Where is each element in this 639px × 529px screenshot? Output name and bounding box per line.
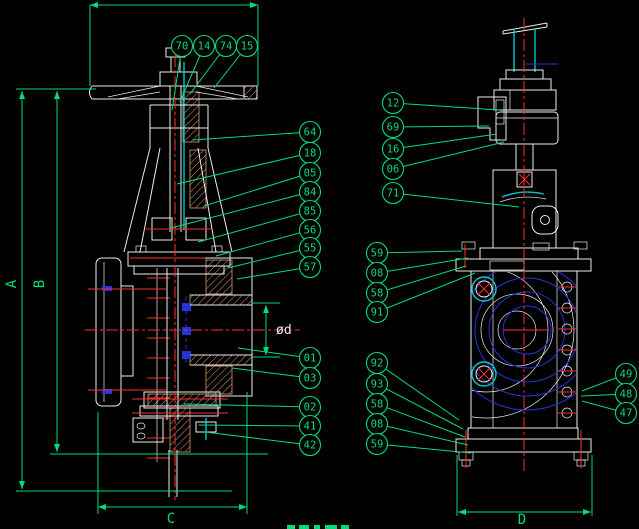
bore-diameter-label: ød bbox=[276, 323, 292, 338]
callout-number: 55 bbox=[304, 243, 317, 255]
callout-number: 71 bbox=[387, 188, 400, 200]
right-view-side-elevation bbox=[455, 18, 592, 472]
side-body bbox=[470, 270, 578, 429]
callout-number: 84 bbox=[304, 187, 317, 199]
callout-14: 14 bbox=[179, 34, 216, 103]
lower-flange bbox=[132, 391, 228, 443]
callout-18: 18 bbox=[176, 141, 322, 185]
callout-number: 01 bbox=[304, 353, 317, 365]
callout-number: 41 bbox=[304, 421, 317, 433]
callout-number: 15 bbox=[241, 41, 254, 53]
callout-number: 06 bbox=[387, 164, 400, 176]
callout-number: 03 bbox=[304, 373, 317, 385]
callout-number: 92 bbox=[371, 358, 384, 370]
callout-41: 41 bbox=[198, 414, 322, 438]
callout-number: 57 bbox=[304, 262, 317, 274]
dimension-c-label: C bbox=[167, 511, 175, 527]
callout-number: 08 bbox=[371, 268, 384, 280]
callout-69: 69 bbox=[381, 115, 490, 139]
callout-number: 85 bbox=[304, 206, 317, 218]
callout-number: 12 bbox=[387, 98, 400, 110]
callout-12: 12 bbox=[381, 91, 501, 115]
callout-16: 16 bbox=[381, 133, 498, 161]
guide-bolt-top bbox=[471, 276, 497, 302]
handwheel bbox=[89, 47, 258, 100]
callout-number: 58 bbox=[371, 399, 384, 411]
callout-number: 91 bbox=[371, 307, 384, 319]
callout-02: 02 bbox=[183, 395, 322, 419]
actuator-gearbox bbox=[477, 69, 559, 145]
section-hatching bbox=[147, 85, 258, 453]
callout-06: 06 bbox=[381, 141, 505, 181]
callout-number: 48 bbox=[620, 389, 633, 401]
dimension-b-label: B bbox=[32, 280, 48, 288]
callout-number: 59 bbox=[371, 439, 384, 451]
dimension-a-label: A bbox=[4, 279, 20, 288]
dimension-a: A bbox=[4, 88, 232, 492]
dimension-d-label: D bbox=[518, 512, 526, 528]
callout-93: 93 bbox=[365, 372, 464, 430]
side-yoke bbox=[492, 143, 559, 249]
callout-number: 59 bbox=[371, 248, 384, 260]
valve-stem bbox=[169, 62, 185, 232]
callout-number: 05 bbox=[304, 168, 317, 180]
callout-71: 71 bbox=[381, 181, 520, 208]
callout-number: 08 bbox=[371, 419, 384, 431]
side-handwheel-edge bbox=[502, 22, 558, 72]
inlet-flange bbox=[95, 257, 134, 407]
dimension-c: C bbox=[97, 392, 248, 527]
callout-42: 42 bbox=[204, 431, 322, 457]
flange-bolt-column bbox=[558, 281, 577, 419]
callout-03: 03 bbox=[231, 366, 322, 390]
callout-48: 48 bbox=[580, 382, 638, 406]
callout-05: 05 bbox=[203, 161, 322, 207]
callout-number: 47 bbox=[620, 408, 633, 420]
callout-49: 49 bbox=[581, 362, 638, 392]
callout-64: 64 bbox=[191, 120, 322, 144]
clipped-caption bbox=[287, 525, 349, 529]
callout-55: 55 bbox=[227, 236, 322, 269]
callout-85: 85 bbox=[197, 199, 322, 243]
left-view-gate-valve-section bbox=[85, 47, 300, 500]
callout-15: 15 bbox=[213, 34, 259, 89]
callout-74: 74 bbox=[189, 34, 238, 95]
dimension-bore-diameter: ød bbox=[252, 302, 292, 358]
callout-47: 47 bbox=[581, 400, 638, 425]
callout-70: 70 bbox=[170, 34, 194, 111]
callout-number: 69 bbox=[387, 122, 400, 134]
callout-number: 64 bbox=[304, 127, 317, 139]
callout-number: 70 bbox=[176, 41, 189, 53]
callout-57: 57 bbox=[236, 255, 322, 280]
callout-92: 92 bbox=[365, 351, 460, 421]
callout-number: 02 bbox=[304, 402, 317, 414]
callout-84: 84 bbox=[170, 180, 322, 229]
callout-58: 58 bbox=[365, 265, 467, 305]
yoke bbox=[123, 104, 233, 253]
callout-number: 74 bbox=[220, 41, 233, 53]
callout-number: 42 bbox=[304, 440, 317, 452]
callout-59: 59 bbox=[365, 432, 472, 456]
callout-01: 01 bbox=[237, 346, 322, 370]
guide-bolt-bottom bbox=[471, 361, 497, 387]
callout-56: 56 bbox=[215, 218, 322, 257]
callout-number: 14 bbox=[198, 41, 211, 53]
dimension-d: D bbox=[456, 455, 593, 528]
callout-number: 56 bbox=[304, 225, 317, 237]
stem-extension-rod bbox=[168, 450, 178, 497]
callout-08: 08 bbox=[365, 257, 469, 285]
callout-number: 58 bbox=[371, 288, 384, 300]
callout-number: 49 bbox=[620, 369, 633, 381]
callout-91: 91 bbox=[365, 272, 476, 324]
callout-balloons-layer: 70 14 74 15 64 18 05 84 85 56 55 57 01 03 02 41 42 12 69 16… bbox=[170, 34, 638, 457]
callout-number: 18 bbox=[304, 148, 317, 160]
dimension-b: B bbox=[32, 91, 268, 455]
callout-number: 16 bbox=[387, 144, 400, 156]
callout-number: 93 bbox=[371, 379, 384, 391]
callout-59: 59 bbox=[365, 241, 463, 265]
